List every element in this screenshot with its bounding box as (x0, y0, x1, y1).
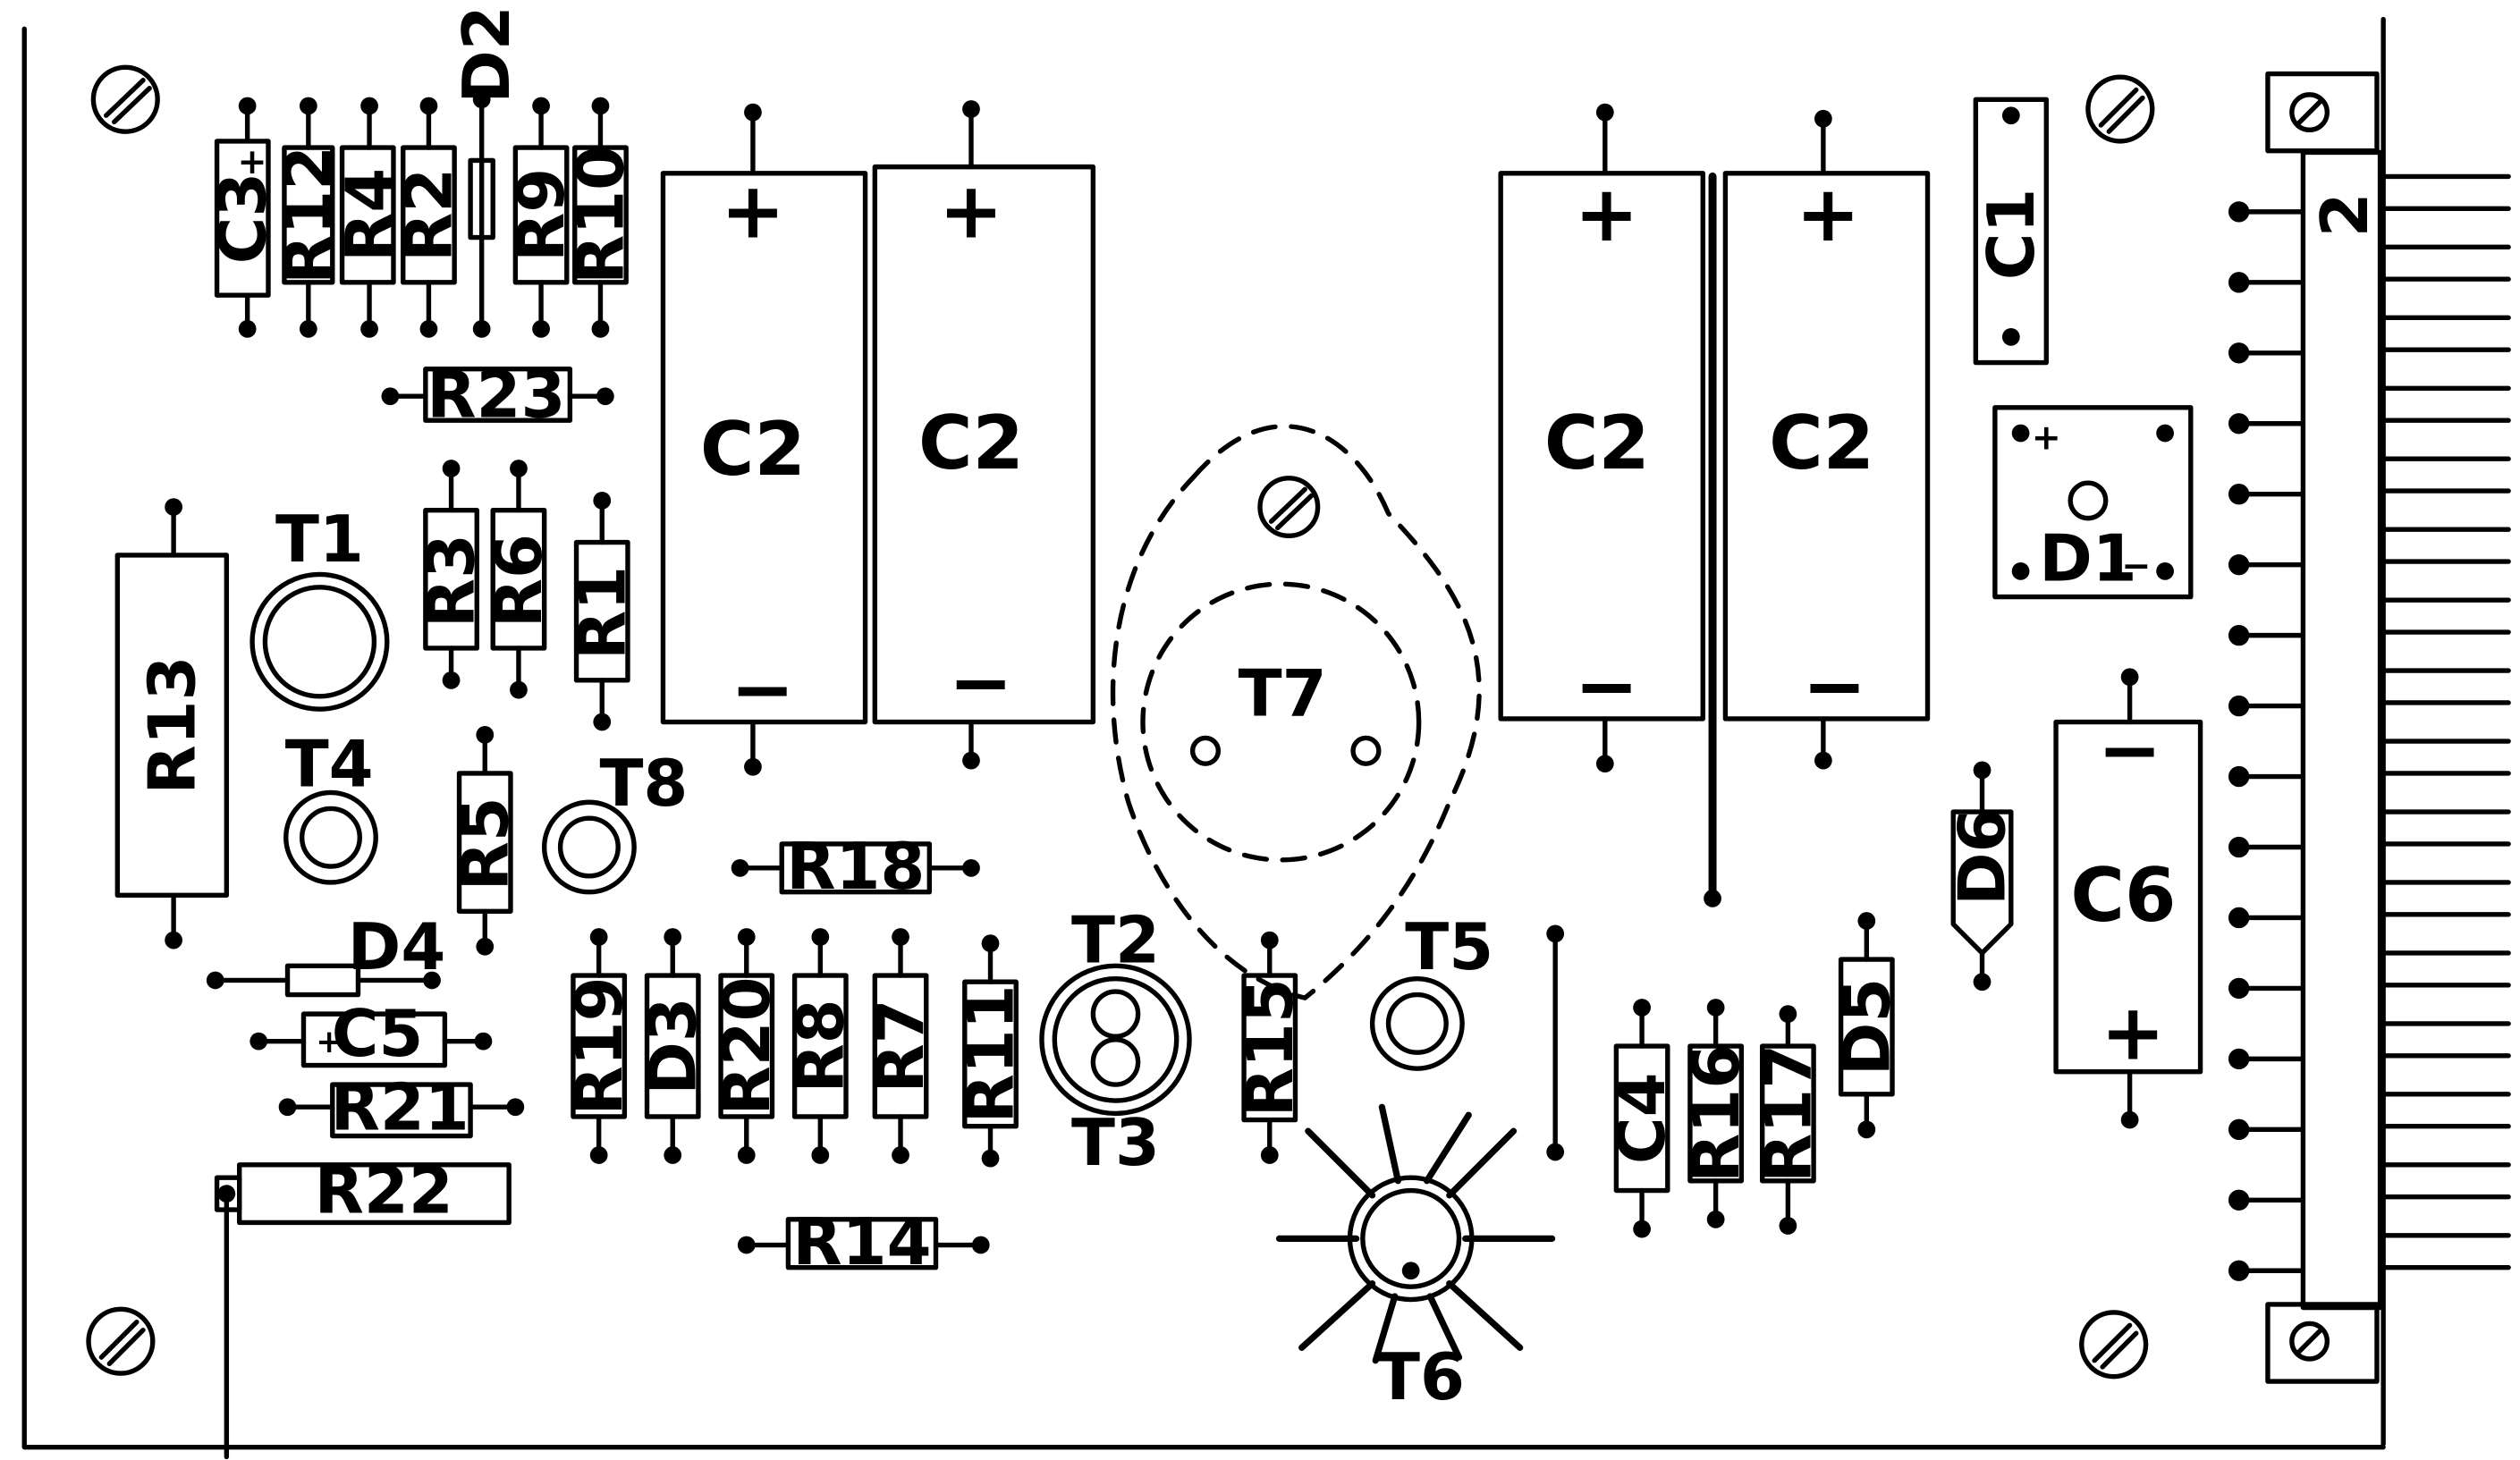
label-t3: T3 (1071, 1105, 1160, 1180)
label-c2: C2 (918, 401, 1024, 486)
bracket-screw-icon (2289, 92, 2330, 133)
label-c4: C4 (1604, 1072, 1679, 1164)
bracket-screw-icon (2289, 1321, 2330, 1362)
label-r10: R10 (563, 146, 638, 284)
c2-minus-mark: − (731, 645, 795, 734)
label-connector-pin: 2 (2307, 192, 2382, 237)
connector-bracket-top (2265, 71, 2380, 154)
label-d4: D4 (348, 909, 446, 984)
label-c1: C1 (1974, 189, 2049, 281)
mounting-screw-icon (90, 64, 160, 134)
capacitor-c2-4 (1722, 171, 1931, 722)
c2-plus-mark: + (1575, 170, 1639, 259)
label-r12: R12 (271, 146, 346, 284)
label-r22: R22 (315, 1153, 453, 1228)
label-r14: R14 (792, 1204, 931, 1279)
capacitor-c2-1 (660, 171, 868, 725)
heatsink-fins (1275, 1103, 1556, 1364)
label-r7: R7 (863, 999, 938, 1093)
label-t1: T1 (275, 502, 364, 577)
label-r3: R3 (414, 534, 489, 628)
label-c2: C2 (700, 407, 806, 493)
c2-minus-mark: − (1802, 642, 1866, 731)
c6-plus-mark: + (2101, 988, 2165, 1077)
capacitor-c2-2 (872, 164, 1096, 725)
label-r4: R4 (332, 168, 407, 262)
solder-points (165, 90, 2174, 1280)
label-d5: D5 (1829, 978, 1904, 1076)
label-r23: R23 (427, 358, 565, 433)
label-r2: R2 (392, 168, 467, 262)
label-t5: T5 (1405, 909, 1493, 984)
label-r13: R13 (134, 656, 209, 795)
c2-minus-mark: − (949, 638, 1013, 728)
label-t8: T8 (599, 746, 688, 821)
label-t2: T2 (1071, 903, 1160, 978)
label-t4: T4 (285, 726, 374, 801)
label-r17: R17 (1751, 1044, 1826, 1183)
label-r20: R20 (709, 976, 784, 1115)
label-c2: C2 (1544, 401, 1650, 486)
label-r5: R5 (447, 797, 522, 890)
polarity-marks: + + + + − − − − − + + − + + (238, 141, 2166, 1078)
edge-connector (2300, 149, 2383, 1311)
c2-plus-mark: + (721, 167, 785, 257)
component-labels: C2 C2 C2 C2 C6 T7 D1 T1 T4 T8 T2 T3 T5 T… (134, 5, 2382, 1414)
mounting-screw-icon (2079, 1310, 2149, 1380)
d1-minus-mark: − (2121, 545, 2151, 587)
label-r15: R15 (1232, 978, 1307, 1117)
label-r21: R21 (331, 1069, 469, 1144)
c5-plus-mark: + (316, 1024, 342, 1060)
t7-outline (1110, 424, 1482, 1000)
c2-plus-mark: + (939, 167, 1003, 257)
connector-bracket-bottom (2265, 1302, 2380, 1384)
capacitor-c2-3 (1498, 171, 1705, 722)
label-d2: D2 (449, 5, 524, 104)
label-t6: T6 (1376, 1339, 1465, 1414)
label-r11: R11 (953, 984, 1028, 1123)
c2-plus-mark: + (1796, 170, 1860, 259)
c2-minus-mark: − (1575, 642, 1639, 731)
t7-screw-icon (1257, 476, 1321, 539)
label-d1: D1 (2039, 521, 2137, 596)
c3-plus-mark: + (238, 141, 267, 182)
mounting-screw-icon (2085, 74, 2155, 144)
label-r19: R19 (562, 976, 637, 1115)
label-d3: D3 (635, 997, 710, 1095)
board-outline (21, 16, 2386, 1450)
label-r16: R16 (1679, 1044, 1754, 1183)
c6-minus-mark: − (2098, 706, 2162, 796)
label-d6: D6 (1945, 808, 2020, 907)
label-r1: R1 (564, 566, 639, 660)
label-c5: C5 (332, 996, 424, 1071)
mounting-screw-icon (86, 1306, 156, 1376)
connector-pads (2228, 201, 2306, 1281)
label-r9: R9 (503, 168, 579, 262)
label-t7: T7 (1239, 655, 1327, 730)
d1-plus-mark: + (2032, 417, 2061, 458)
label-c3: C3 (205, 173, 280, 265)
label-r8: R8 (782, 999, 858, 1093)
label-c2: C2 (1769, 401, 1874, 486)
label-r18: R18 (786, 829, 925, 904)
label-r6: R6 (481, 534, 556, 628)
label-c6: C6 (2070, 853, 2176, 939)
connector-fingers (2377, 173, 2511, 1270)
